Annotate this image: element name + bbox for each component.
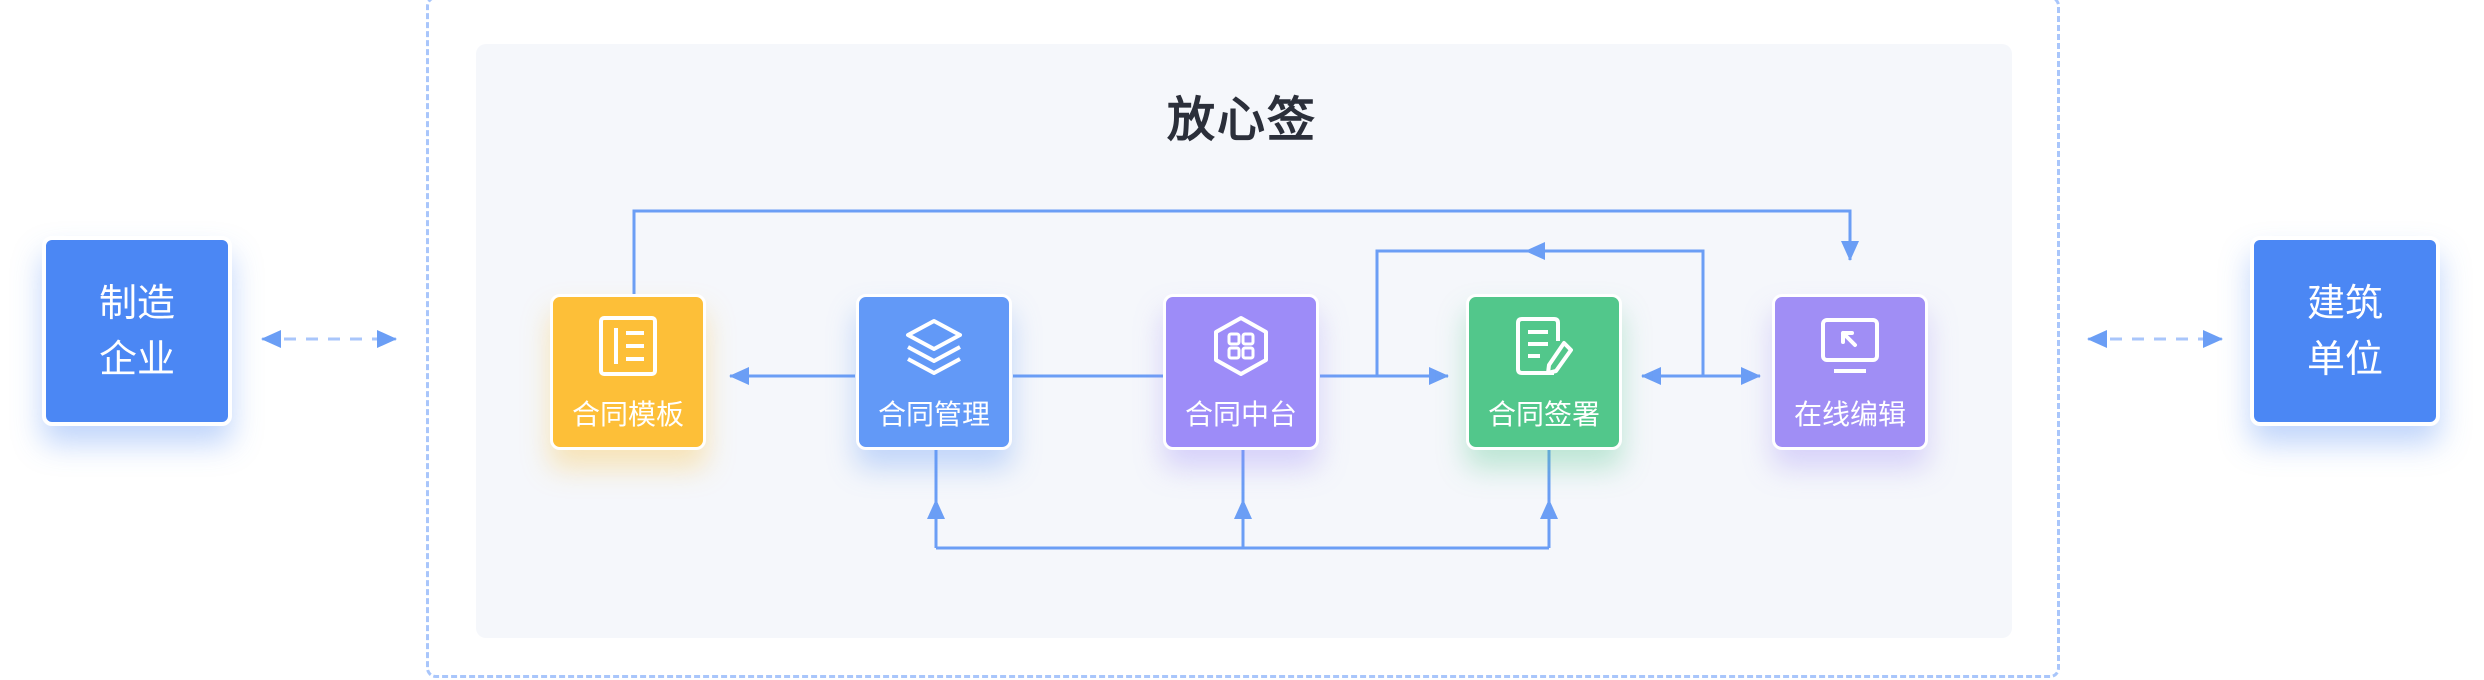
node-label: 在线编辑 <box>1793 398 1906 431</box>
template-to-edit-connector <box>632 209 1859 294</box>
hexagon-grid-icon <box>1214 316 1268 376</box>
node-contract-template: 合同模板 <box>550 294 706 450</box>
manufacturer-node: 制造 企业 <box>42 236 232 426</box>
node-label: 合同模板 <box>571 398 684 431</box>
construction-unit-node: 建筑 单位 <box>2250 236 2440 426</box>
node-label: 合同签署 <box>1487 398 1600 431</box>
node-label: 合同管理 <box>877 398 990 431</box>
layers-icon <box>906 319 962 375</box>
manufacturer-label: 制造 企业 <box>98 281 175 381</box>
node-label: 合同中台 <box>1184 398 1297 431</box>
platform-boundary <box>426 0 2060 678</box>
node-contract-management: 合同管理 <box>856 294 1012 450</box>
document-pen-icon <box>1516 317 1573 375</box>
node-contract-signing: 合同签署 <box>1466 294 1622 450</box>
construction-unit-label: 建筑 单位 <box>2306 281 2383 381</box>
node-online-editing: 在线编辑 <box>1772 294 1928 450</box>
screen-cursor-icon <box>1821 318 1879 373</box>
diagram-title: 放心签 <box>1166 92 1317 148</box>
node-contract-center: 合同中台 <box>1163 294 1319 450</box>
document-list-icon <box>599 316 657 376</box>
